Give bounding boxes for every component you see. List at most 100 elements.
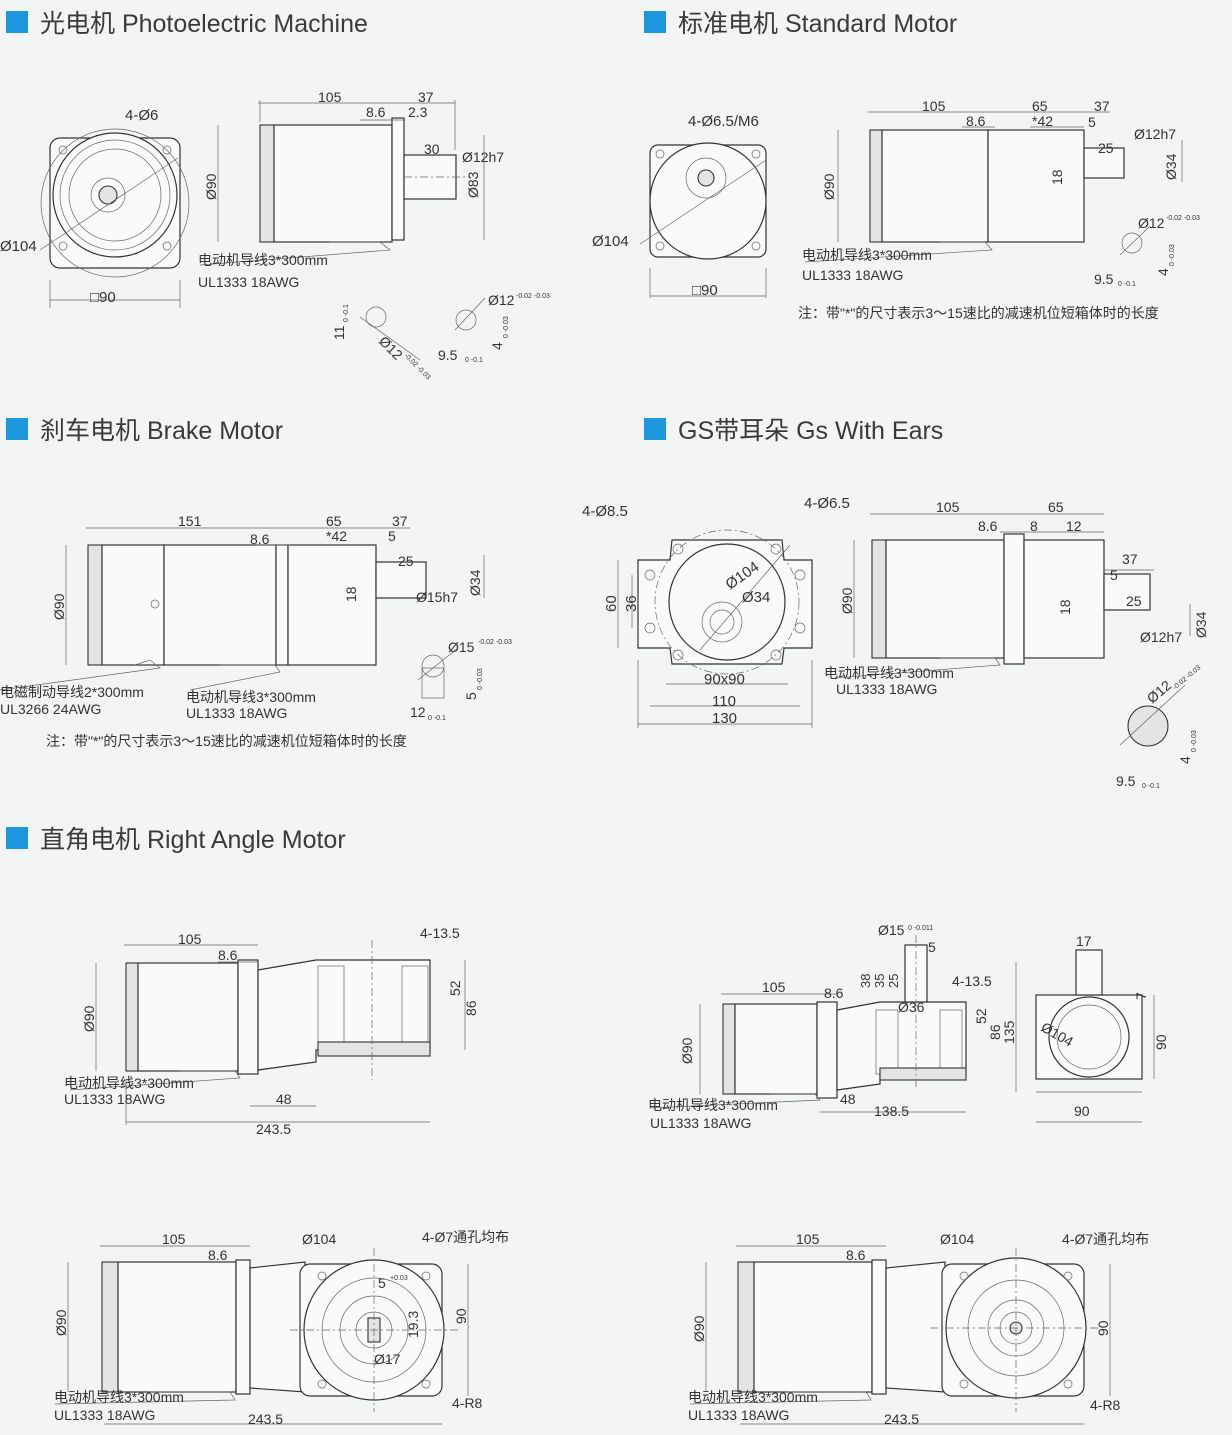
dim-18: 18 — [343, 586, 359, 602]
wire-label-1: 电动机导线3*300mm — [824, 665, 954, 681]
dim-8: 8 — [1030, 518, 1038, 534]
dim-90: Ø90 — [679, 1037, 695, 1064]
dim-34: Ø34 — [1193, 611, 1209, 638]
wire-label-2: UL1333 18AWG — [836, 681, 937, 697]
wire-label-1: 电动机导线3*300mm — [64, 1075, 194, 1091]
wire-label-1: 电动机导线3*300mm — [648, 1097, 778, 1113]
key-9-5-tol: 0 -0.1 — [1118, 281, 1136, 288]
dim-105: 105 — [796, 1231, 820, 1247]
key-4-tol: 0 -0.03 — [503, 316, 510, 338]
section-gs-ears: GS带耳朵 Gs With Ears — [644, 411, 943, 447]
dim-2-3: 2.3 — [408, 104, 428, 120]
key-9-5: 9.5 — [1094, 271, 1114, 287]
r8-label: 4-R8 — [1090, 1397, 1121, 1413]
section-brake: 刹车电机 Brake Motor — [6, 411, 283, 447]
section-standard: 标准电机 Standard Motor — [644, 4, 957, 40]
dim-15: Ø15 — [878, 922, 905, 938]
brake-wire-label-1: 电磁制动导线2*300mm — [0, 684, 144, 700]
wire-label-2: UL1333 18AWG — [198, 274, 299, 290]
holes-label: 4-Ø7通孔均布 — [1062, 1231, 1149, 1247]
dim-17: 17 — [1076, 933, 1092, 949]
dim-52: 52 — [973, 1008, 989, 1024]
wire-label-2: UL1333 18AWG — [802, 267, 903, 283]
dim-90x90: 90x90 — [704, 671, 745, 688]
dim-90: Ø90 — [839, 587, 855, 614]
brake-side-view: 151 65 *42 37 8.6 5 25 Ø34 18 Ø15h7 Ø90 … — [0, 513, 485, 721]
key-9-5-tol: 0 -0.1 — [465, 357, 483, 364]
key-11: 11 — [331, 325, 347, 340]
dim-25: 25 — [1126, 593, 1142, 609]
section-title: 刹车电机 Brake Motor — [40, 417, 284, 445]
dim-110: 110 — [712, 693, 736, 710]
gs-front-view: 4-Ø8.5 4-Ø6.5 Ø104 Ø34 60 36 90x90 110 1… — [582, 495, 850, 728]
dim-37: 37 — [1122, 551, 1138, 567]
dim-34: Ø34 — [742, 589, 770, 606]
key-12-tol: -0.02 -0.03 — [403, 352, 432, 381]
key-12-tol: 0 -0.1 — [428, 715, 446, 722]
dim-8-6: 8.6 — [208, 1247, 228, 1263]
gs-key-details: Ø12 -0.02 -0.03 4 0 -0.03 9.5 0 -0.1 — [1116, 664, 1202, 790]
holes-label: 4-13.5 — [952, 973, 992, 989]
right-angle-view-4: 105 8.6 Ø104 4-Ø7通孔均布 90 Ø90 4-R8 电动机导线3… — [688, 1231, 1149, 1427]
dim-37: 37 — [1094, 98, 1110, 114]
dim-8-6: 8.6 — [366, 104, 386, 120]
brake-key-details: Ø15 -0.02 -0.03 12 0 -0.1 5 0 -0.03 注：带"… — [46, 639, 512, 749]
dim-25: 25 — [398, 553, 414, 569]
dim-60: 60 — [603, 595, 620, 612]
note-text: 注：带"*"的尺寸表示3～15速比的减速机位短箱体时的长度 — [798, 305, 1159, 321]
key-d12-tol: -0.02 -0.03 — [516, 293, 550, 300]
section-marker-icon — [6, 11, 28, 33]
dim-90-left: Ø90 — [53, 1309, 69, 1336]
standard-side-view: 105 65 *42 37 8.6 5 Ø12h7 25 Ø34 18 Ø90 … — [802, 98, 1183, 283]
dim-104: Ø104 — [940, 1231, 974, 1247]
dim-243-5: 243.5 — [256, 1121, 291, 1137]
wire-label-1: 电动机导线3*300mm — [54, 1389, 184, 1405]
wire-label-1: 电动机导线3*300mm — [186, 689, 316, 705]
key-d12: Ø12 — [1138, 215, 1165, 231]
key-12: Ø12 — [376, 333, 406, 363]
key-4-tol: 0 -0.03 — [1169, 244, 1176, 266]
right-angle-view-2: Ø15 0 -0.011 5 38 35 25 105 8.6 4-13.5 Ø… — [648, 922, 1169, 1131]
section-marker-icon — [644, 11, 666, 33]
photoelectric-front-view: 4-Ø6 Ø104 □90 — [0, 107, 190, 308]
dim-105: 105 — [178, 931, 202, 947]
dim-5: 5 — [388, 528, 396, 544]
dim-90-front: 90 — [1074, 1103, 1090, 1119]
dim-90-left: Ø90 — [691, 1315, 707, 1342]
key-9-5: 9.5 — [438, 347, 458, 363]
section-title: 光电机 Photoelectric Machine — [40, 10, 368, 38]
dim-37: 37 — [418, 89, 434, 105]
dim-8-6: 8.6 — [978, 518, 998, 534]
dim-48: 48 — [276, 1091, 292, 1107]
photoelectric-key-details: 11 0 -0.1 Ø12 -0.02 -0.03 9.5 0 -0.1 Ø12… — [331, 292, 550, 381]
dim-35: 35 — [872, 974, 887, 988]
dim-243-5: 243.5 — [884, 1411, 919, 1427]
holes-8-5-label: 4-Ø8.5 — [582, 503, 628, 520]
key-4: 4 — [1177, 756, 1193, 764]
dim-12: 12 — [1066, 518, 1082, 534]
dim-42: *42 — [1032, 113, 1053, 129]
key-d12: Ø12 — [1144, 677, 1175, 706]
section-marker-icon — [6, 418, 28, 440]
holes-label: 4-Ø7通孔均布 — [422, 1229, 509, 1245]
dim-65: 65 — [1032, 98, 1048, 114]
section-marker-icon — [6, 827, 28, 849]
section-photoelectric: 光电机 Photoelectric Machine — [6, 4, 368, 40]
wire-label-2: UL1333 18AWG — [54, 1407, 155, 1423]
dim-135: 135 — [1001, 1020, 1017, 1044]
dim-83: Ø83 — [465, 171, 481, 198]
dim-15-tol: 0 -0.011 — [908, 925, 933, 932]
dim-25: 25 — [1098, 140, 1114, 156]
dim-48: 48 — [840, 1091, 856, 1107]
holes-label: 4-13.5 — [420, 925, 460, 941]
dim-90: Ø90 — [821, 173, 837, 200]
dim-25: 25 — [886, 974, 901, 988]
section-marker-icon — [644, 418, 666, 440]
section-title: 直角电机 Right Angle Motor — [40, 826, 346, 854]
dim-34: Ø34 — [467, 569, 483, 596]
dim-19-3: 19.3 — [405, 1311, 421, 1338]
dim-65: 65 — [326, 513, 342, 529]
dim-52: 52 — [447, 980, 463, 996]
dim-104: Ø104 — [302, 1231, 336, 1247]
